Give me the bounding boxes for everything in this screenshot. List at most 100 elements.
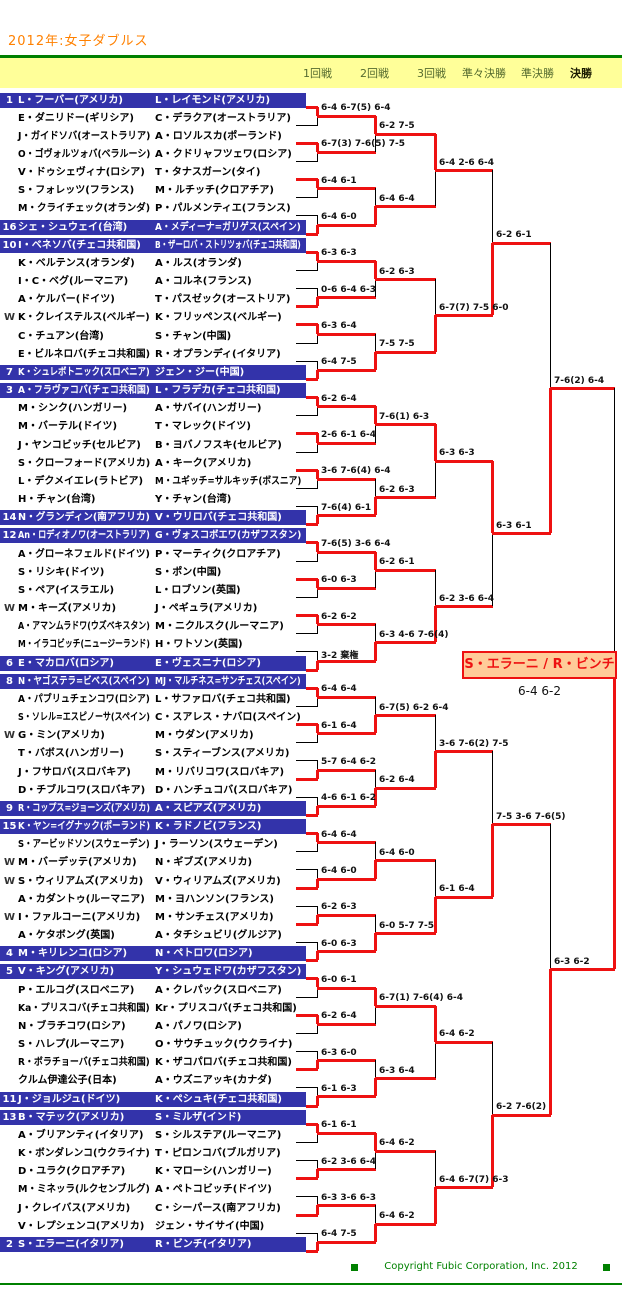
bracket-line [306, 377, 318, 381]
player2-name: K・ラドノビ(フランス) [155, 821, 262, 833]
player1-name: J・ガイドソバ(オーストラリア) [18, 130, 151, 142]
match-score: 7-6(1) 6-3 [379, 411, 430, 422]
bracket-line [317, 1204, 376, 1208]
match-score: 6-0 6-3 [321, 938, 357, 949]
bracket-line [306, 668, 318, 672]
player2-name: A・スピアズ(アメリカ) [155, 802, 262, 814]
round-label-2: 2回戦 [360, 67, 389, 80]
bracket-line [296, 596, 318, 598]
bracket-line [306, 396, 318, 400]
bracket-line [316, 433, 319, 443]
player2-name: T・パスゼック(オーストリア) [155, 294, 291, 306]
match-score: 6-1 6-1 [321, 1120, 357, 1131]
bracket-line [375, 1077, 436, 1081]
bracket-line [434, 315, 437, 352]
player2-name: M・ウダン(アメリカ) [155, 730, 254, 742]
bracket-line [296, 905, 318, 907]
player1-name: A・アマンムラドワ(ウズベキスタン) [18, 621, 150, 633]
player2-name: S・スティーブンス(アメリカ) [155, 748, 290, 760]
bracket-line [296, 1051, 318, 1053]
bracket-line [317, 223, 376, 227]
bracket-line [434, 606, 437, 643]
match-score: 6-3 6-0 [321, 1047, 357, 1058]
player2-name: C・デラクア(オーストラリア) [155, 112, 291, 124]
match-score: 6-3 4-6 7-6(4) [379, 629, 449, 640]
bracket-line [296, 560, 318, 562]
bracket-line [316, 615, 319, 625]
seed-number: 4 [6, 948, 13, 960]
match-score: 6-3 6-2 [554, 956, 590, 967]
match-score: 6-0 6-1 [321, 975, 357, 985]
player1-name: A・ケルバー(ドイツ) [18, 294, 115, 306]
round-label-sf: 準決勝 [521, 67, 554, 80]
bracket-line [316, 1096, 319, 1106]
seed-highlight-bar [0, 92, 306, 108]
copyright-text: Copyright Fubic Corporation, Inc. 2012 [384, 1261, 578, 1272]
bracket-line [375, 568, 436, 572]
bracket-line [296, 323, 318, 327]
bracket-line [435, 1040, 493, 1044]
player1-name: R・コップス=ジョーンズ(アメリカ) [18, 802, 151, 814]
bracket-line [306, 232, 318, 236]
player1-name: S・ハレプ(ルーマニア) [18, 1039, 125, 1051]
match-score: 7-6(2) 6-4 [554, 375, 605, 386]
bracket-line [296, 215, 318, 217]
player2-name: M・サンチェス(アメリカ) [155, 911, 274, 923]
match-score: 3-2 棄権 [321, 651, 359, 662]
bracket-line [296, 651, 318, 653]
player1-name: M・キーズ(アメリカ) [18, 603, 117, 615]
player1-name: E・マカロバ(ロシア) [18, 657, 114, 669]
bracket-line [296, 1160, 318, 1162]
bracket-line [435, 895, 493, 899]
bracket-line [296, 886, 318, 890]
bracket-line [317, 405, 376, 409]
bracket-line [296, 723, 318, 727]
bracket-line [296, 506, 318, 508]
wildcard-marker: W [3, 730, 16, 742]
wildcard-marker: W [3, 875, 16, 887]
bracket-line [306, 832, 318, 836]
bracket-line [296, 178, 318, 182]
seed-number: 8 [6, 675, 13, 687]
bracket-line [317, 1022, 376, 1026]
bracket-line [317, 986, 376, 990]
bracket-line [316, 951, 319, 961]
bracket-line [375, 1149, 436, 1153]
bracket-line [492, 532, 551, 536]
match-score: 6-2 7-6(2) [496, 1102, 547, 1113]
player1-name: D・チブルコワ(スロバキア) [18, 784, 146, 796]
player2-name: K・ザコパロバ(チェコ共和国) [155, 1057, 292, 1069]
bracket-line [306, 959, 318, 963]
player1-name: M・バーテル(ドイツ) [18, 421, 118, 433]
player2-name: K・マローシ(ハンガリー) [155, 1166, 272, 1178]
player2-name: M・リバリコワ(スロバキア) [155, 766, 285, 778]
bracket-line [296, 1196, 318, 1198]
bracket-line [317, 1131, 376, 1135]
player2-name: A・ウズニアッキ(カナダ) [155, 1075, 272, 1087]
bracket-line [316, 1241, 319, 1251]
match-score: 6-4 6-7(5) 6-4 [321, 103, 391, 114]
player1-name: シェ・シュウェイ(台湾) [18, 221, 128, 233]
match-score: 6-4 6-4 [321, 684, 357, 695]
round-label-3: 3回戦 [417, 67, 446, 80]
player2-name: J・ラーソン(スウェーデン) [155, 839, 278, 851]
bracket-line [296, 1087, 318, 1089]
player2-name: Y・チャン(台湾) [155, 494, 232, 506]
bracket-line [316, 1060, 319, 1070]
bracket-line [296, 342, 318, 344]
bracket-line [491, 824, 494, 897]
player1-name: A・ブリアンティ(イタリア) [18, 1129, 144, 1141]
match-score: 6-7(1) 7-6(4) 6-4 [379, 993, 464, 1004]
player2-name: B・ザーロバ・ストリツォバ(チェコ共和国) [155, 239, 301, 251]
player1-name: B・マテック(アメリカ) [18, 1111, 125, 1123]
bracket-line [434, 751, 437, 788]
player1-name: I・ベネソバ(チェコ共和国) [18, 239, 141, 251]
bracket-line [296, 742, 318, 744]
bracket-line [296, 432, 318, 436]
bracket-line [374, 406, 377, 425]
bracket-line [317, 913, 376, 917]
player2-name: J・ペギュラ(アメリカ) [155, 603, 258, 615]
bracket-line [296, 869, 318, 871]
bracket-line [316, 687, 319, 697]
bracket-line [374, 642, 377, 661]
